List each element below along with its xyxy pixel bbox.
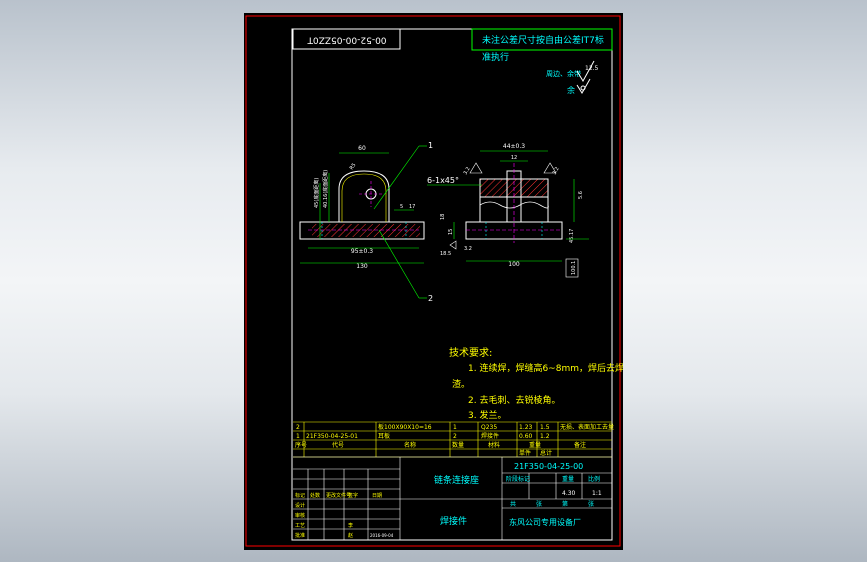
svg-text:12.5: 12.5 <box>585 65 599 72</box>
svg-text:40.16(底面距离): 40.16(底面距离) <box>322 170 329 208</box>
tech-title: 技术要求: <box>449 346 492 359</box>
svg-text:18.5: 18.5 <box>440 251 451 257</box>
svg-text:比例: 比例 <box>588 475 600 483</box>
svg-text:备注: 备注 <box>574 441 586 449</box>
code-upside-down: 00-52-00-05ZZ0T <box>307 35 387 45</box>
drawing-sheet: 00-52-00-05ZZ0T 未注公差尺寸按自由公差IT7标 准执行 周边、余… <box>244 13 623 550</box>
svg-text:焊接件: 焊接件 <box>481 432 499 440</box>
svg-text:耳板: 耳板 <box>378 432 390 440</box>
svg-text:2: 2 <box>296 424 300 431</box>
svg-text:赵: 赵 <box>348 532 353 539</box>
svg-text:5: 5 <box>400 204 403 210</box>
svg-text:板100X90X10=16: 板100X90X10=16 <box>378 423 432 431</box>
svg-text:3.2: 3.2 <box>463 166 472 176</box>
svg-text:1.2: 1.2 <box>540 433 550 440</box>
svg-text:设计: 设计 <box>295 502 305 509</box>
svg-text:单件: 单件 <box>519 449 531 457</box>
svg-text:Q235: Q235 <box>481 424 497 431</box>
svg-text:更改文件号: 更改文件号 <box>326 492 351 499</box>
svg-text:标记: 标记 <box>295 492 305 499</box>
svg-text:60: 60 <box>358 145 366 152</box>
svg-text:12: 12 <box>511 155 517 161</box>
outer-frame <box>245 15 621 547</box>
svg-text:1.23: 1.23 <box>519 424 533 431</box>
svg-text:共: 共 <box>510 500 516 508</box>
svg-text:R5: R5 <box>349 162 358 171</box>
company-name: 东风公司专用设备厂 <box>509 517 581 527</box>
svg-text:李: 李 <box>348 522 353 529</box>
svg-text:数量: 数量 <box>452 441 464 449</box>
svg-text:周边、余带: 周边、余带 <box>546 69 581 78</box>
svg-text:1: 1 <box>453 424 457 431</box>
parts-list-text: 2 板100X90X10=16 1 Q235 1.23 1.5 无损、表面加工去… <box>295 423 614 457</box>
sign-date: 2016-09-04 <box>370 533 394 538</box>
svg-text:工艺: 工艺 <box>295 523 305 529</box>
tech-item-3: 3. 发兰。 <box>468 409 506 421</box>
callout-2: 2 <box>428 294 433 303</box>
part-type: 焊接件 <box>440 515 467 527</box>
svg-text:5.6: 5.6 <box>578 191 584 199</box>
weight-value: 4.30 <box>562 490 576 497</box>
svg-text:张: 张 <box>588 500 594 508</box>
roughness-symbol-top: 周边、余带 12.5 余 <box>546 60 599 95</box>
inner-border <box>291 28 613 541</box>
front-view: 60 95±0.3 130 45(底面距离) 40.16(底面距离) R5 5 … <box>299 141 433 303</box>
svg-text:审核: 审核 <box>295 512 305 519</box>
note-box <box>471 28 613 51</box>
svg-text:总计: 总计 <box>540 449 552 457</box>
scale-value: 1:1 <box>592 490 602 497</box>
svg-text:名称: 名称 <box>404 441 416 449</box>
svg-text:重量: 重量 <box>562 475 574 483</box>
svg-text:100: 100 <box>508 261 520 268</box>
svg-text:序号: 序号 <box>295 441 307 449</box>
svg-text:2: 2 <box>453 433 457 440</box>
svg-text:阶段标记: 阶段标记 <box>506 475 530 483</box>
svg-text:1.5: 1.5 <box>540 424 550 431</box>
svg-text:余: 余 <box>567 85 575 95</box>
svg-text:0.60: 0.60 <box>519 433 533 440</box>
code-box <box>292 28 401 50</box>
svg-text:15: 15 <box>448 229 454 235</box>
svg-text:1: 1 <box>296 433 300 440</box>
svg-text:张: 张 <box>536 500 542 508</box>
svg-text:45.17: 45.17 <box>569 229 575 243</box>
svg-text:批准: 批准 <box>295 532 305 539</box>
svg-text:17: 17 <box>409 204 415 210</box>
svg-text:100.1: 100.1 <box>571 261 577 275</box>
svg-text:无损、表面加工去量: 无损、表面加工去量 <box>560 423 614 431</box>
svg-text:3.2: 3.2 <box>552 166 561 176</box>
chamfer-note: 6-1x45° <box>427 176 459 185</box>
note-tolerance-line2: 准执行 <box>482 51 509 63</box>
drawing-canvas: 00-52-00-05ZZ0T 未注公差尺寸按自由公差IT7标 准执行 周边、余… <box>245 15 623 547</box>
tech-item-2: 2. 去毛刺、去锐棱角。 <box>468 394 560 406</box>
title-block-text: 链条连接座 焊接件 21F350-04-25-00 阶段标记 重量 比例 4.3… <box>295 462 602 539</box>
side-view: 44±0.3 100 12 15 18 18.5 5.6 45.17 100.1… <box>427 143 589 278</box>
callout-1: 1 <box>428 141 433 150</box>
tech-item-1b: 渣。 <box>452 378 470 390</box>
svg-text:18: 18 <box>440 214 446 220</box>
title-block-lines <box>293 456 612 540</box>
svg-text:第: 第 <box>562 500 568 508</box>
svg-text:代号: 代号 <box>332 441 344 449</box>
svg-text:处数: 处数 <box>310 492 320 499</box>
drawing-number: 21F350-04-25-00 <box>514 462 583 471</box>
svg-text:44±0.3: 44±0.3 <box>503 143 525 150</box>
svg-text:重量: 重量 <box>529 441 541 449</box>
svg-text:45(底面距离): 45(底面距离) <box>313 178 320 208</box>
note-tolerance-line1: 未注公差尺寸按自由公差IT7标 <box>482 34 604 46</box>
svg-text:材料: 材料 <box>488 441 500 449</box>
svg-text:95±0.3: 95±0.3 <box>351 248 373 255</box>
part-name: 链条连接座 <box>434 474 479 486</box>
svg-text:日期: 日期 <box>372 493 382 499</box>
svg-text:签字: 签字 <box>348 492 358 499</box>
svg-text:3.2: 3.2 <box>464 246 472 252</box>
svg-text:130: 130 <box>356 263 368 270</box>
tech-item-1: 1. 连续焊，焊缝高6~8mm，焊后去焊 <box>468 362 623 374</box>
svg-text:21F350-04-25-01: 21F350-04-25-01 <box>306 433 358 440</box>
tech-requirements: 技术要求: 1. 连续焊，焊缝高6~8mm，焊后去焊 渣。 2. 去毛刺、去锐棱… <box>449 346 623 421</box>
